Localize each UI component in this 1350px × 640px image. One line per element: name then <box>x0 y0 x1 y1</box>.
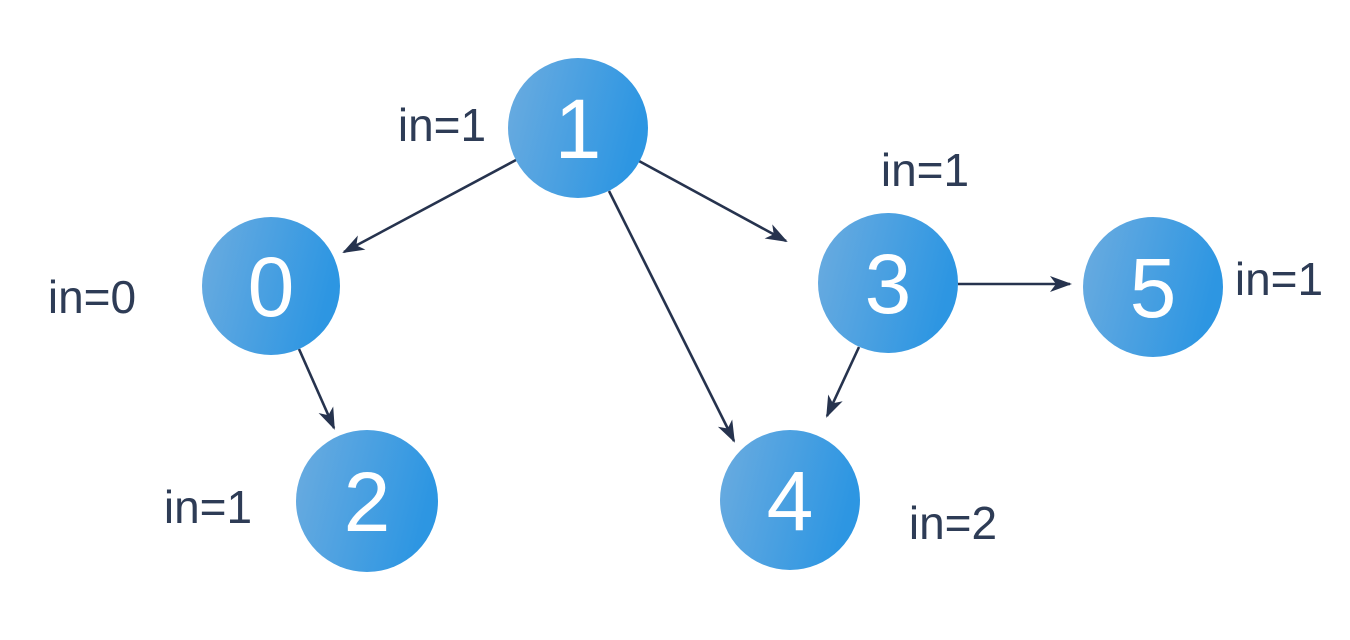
node-1-circle <box>508 58 648 198</box>
node-1-value: 1 <box>555 82 602 176</box>
node-2-circle <box>296 430 438 572</box>
graph-node-4: 4 in=2 <box>720 430 997 570</box>
node-0-circle <box>202 217 340 355</box>
graph-node-5: 5 in=1 <box>1083 217 1323 357</box>
node-5-value: 5 <box>1130 241 1177 335</box>
edge-3-to-4 <box>825 346 861 418</box>
node-0-indegree-label: in=0 <box>48 271 136 323</box>
node-4-circle <box>720 430 860 570</box>
node-3-value: 3 <box>865 237 912 331</box>
graph-node-2: 2 in=1 <box>164 430 438 572</box>
node-3-circle <box>818 213 958 353</box>
edge-0-to-2 <box>297 348 336 430</box>
node-3-indegree-label: in=1 <box>881 144 969 196</box>
node-5-indegree-label: in=1 <box>1235 253 1323 305</box>
node-5-circle <box>1083 217 1223 357</box>
node-0-value: 0 <box>248 240 295 334</box>
node-4-indegree-label: in=2 <box>909 497 997 549</box>
node-1-indegree-label: in=1 <box>398 99 486 151</box>
edge-1-to-0 <box>342 158 517 254</box>
node-2-value: 2 <box>344 455 391 549</box>
node-4-value: 4 <box>767 454 814 548</box>
graph-node-1: 1 in=1 <box>398 58 648 198</box>
edge-1-to-4 <box>607 190 736 443</box>
edge-1-to-3 <box>638 159 788 243</box>
graph-node-0: 0 in=0 <box>48 217 340 355</box>
graph-node-3: 3 in=1 <box>818 144 969 353</box>
node-2-indegree-label: in=1 <box>164 481 252 533</box>
